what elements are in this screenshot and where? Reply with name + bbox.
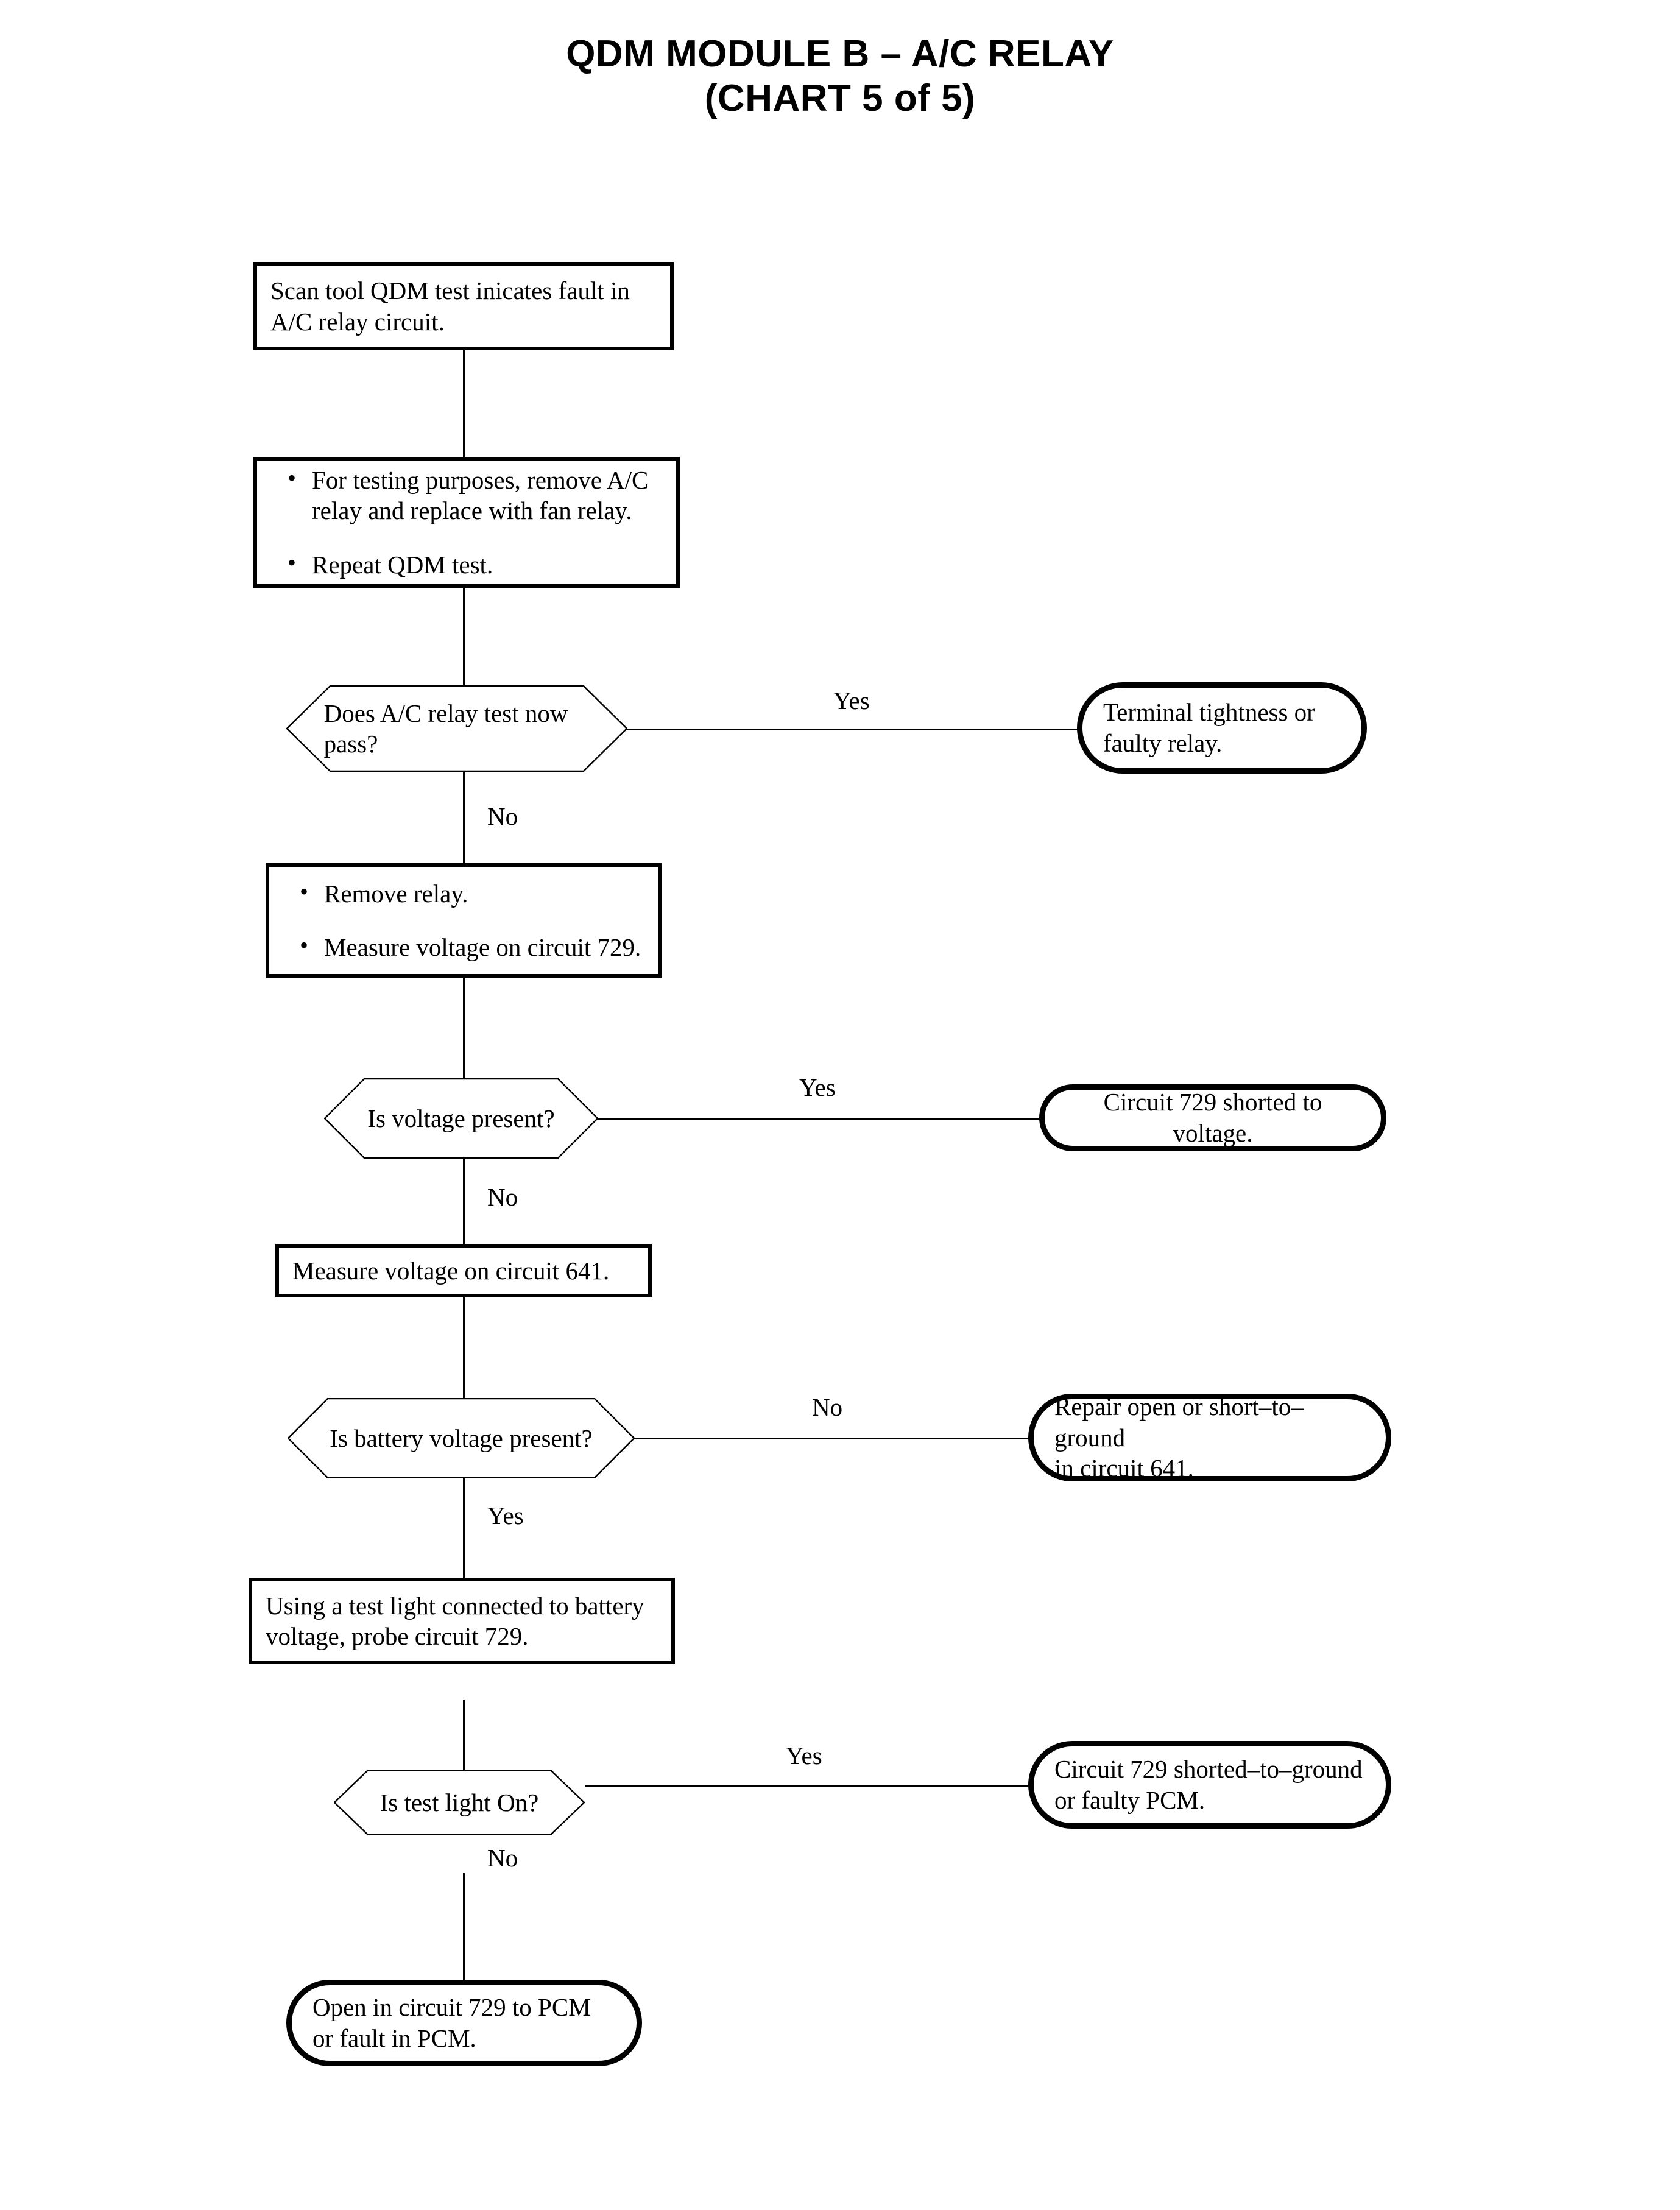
terminator-text-line-1: Circuit 729 shorted–to–ground — [1054, 1755, 1363, 1784]
node-remove-ac-relay-instructions: For testing purposes, remove A/C relay a… — [253, 457, 680, 588]
bullet-list: Remove relay. Measure voltage on circuit… — [283, 877, 644, 962]
bullet-line-1: Remove relay. — [324, 879, 468, 908]
terminator-text: Open in circuit 729 to PCM or fault in P… — [312, 1992, 616, 2054]
node-scan-tool-qdm-test: Scan tool QDM test inicates fault in A/C… — [253, 262, 674, 350]
decision-is-voltage-present: Is voltage present? — [324, 1078, 598, 1159]
hexagon-shape — [324, 1078, 598, 1159]
edge-label-d4-yes: Yes — [786, 1742, 822, 1770]
edge-label-d3-yes: Yes — [487, 1502, 524, 1530]
terminator-text-line-1: Circuit 729 shorted to voltage. — [1103, 1088, 1322, 1147]
terminator-open-in-circuit-729-to-pcm: Open in circuit 729 to PCM or fault in P… — [286, 1980, 642, 2066]
decision-text: Is test light On? — [356, 1787, 562, 1818]
connector-n1-n2 — [463, 350, 465, 457]
terminator-text-line-1: Repair open or short–to–ground — [1054, 1392, 1304, 1452]
decision-is-battery-voltage-present: Is battery voltage present? — [288, 1398, 635, 1478]
terminator-text-line-2: or faulty PCM. — [1054, 1786, 1205, 1814]
decision-text-line-2: pass? — [323, 730, 378, 758]
terminator-circuit-729-shorted-to-ground-or-faulty-pcm: Circuit 729 shorted–to–ground or faulty … — [1028, 1741, 1391, 1829]
terminator-text-line-2: faulty relay. — [1103, 729, 1223, 757]
terminator-text-line-1: Terminal tightness or — [1103, 698, 1315, 727]
hexagon-shape — [288, 1398, 635, 1478]
decision-text: Does A/C relay test now pass? — [324, 698, 590, 759]
node-text-line-1: Scan tool QDM test inicates fault in — [270, 277, 630, 305]
page-title: QDM MODULE B – A/C RELAY (CHART 5 of 5) — [0, 32, 1680, 121]
edge-label-d1-yes: Yes — [833, 687, 870, 715]
edge-label-d3-no: No — [812, 1393, 843, 1421]
bullet-list: For testing purposes, remove A/C relay a… — [270, 464, 663, 580]
terminator-text: Circuit 729 shorted to voltage. — [1065, 1087, 1360, 1149]
terminator-text: Repair open or short–to–ground in circui… — [1054, 1391, 1365, 1484]
bullet-line-1: Repeat QDM test. — [312, 550, 493, 579]
bullet-line-1: For testing purposes, remove A/C — [312, 466, 649, 495]
connector-d2-n4 — [463, 1151, 465, 1244]
terminator-circuit-729-shorted-to-voltage: Circuit 729 shorted to voltage. — [1039, 1084, 1386, 1151]
node-text-line-1: Measure voltage on circuit 641. — [292, 1256, 610, 1285]
terminator-repair-open-or-short-to-ground-641: Repair open or short–to–ground in circui… — [1028, 1391, 1391, 1484]
node-remove-relay-measure-729: Remove relay. Measure voltage on circuit… — [266, 863, 662, 978]
connector-d4-t5 — [463, 1873, 465, 1980]
bullet-item: Repeat QDM test. — [270, 548, 663, 580]
connector-n2-d1 — [463, 588, 465, 685]
bullet-item: Remove relay. — [283, 877, 644, 909]
decision-text: Is voltage present? — [349, 1103, 574, 1134]
decision-text-line-1: Is test light On? — [379, 1788, 539, 1816]
node-text-line-2: A/C relay circuit. — [270, 307, 445, 336]
edge-label-d2-yes: Yes — [799, 1073, 836, 1101]
connector-n5-d4 — [463, 1700, 465, 1800]
node-text: Scan tool QDM test inicates fault in A/C… — [270, 275, 657, 336]
terminator-text-line-2: in circuit 641. — [1054, 1454, 1194, 1483]
decision-is-test-light-on: Is test light On? — [334, 1770, 585, 1835]
terminator-terminal-tightness-or-faulty-relay: Terminal tightness or faulty relay. — [1077, 682, 1367, 774]
decision-text-line-1: Does A/C relay test now — [323, 699, 568, 727]
bullet-line-1: Measure voltage on circuit 729. — [324, 933, 641, 961]
title-line-1: QDM MODULE B – A/C RELAY — [566, 33, 1114, 75]
connector-n3-d2 — [463, 978, 465, 1078]
node-text: Measure voltage on circuit 641. — [292, 1255, 635, 1286]
edge-label-d2-no: No — [487, 1183, 518, 1211]
connector-d3-n5 — [463, 1471, 465, 1578]
node-text-line-2: voltage, probe circuit 729. — [266, 1622, 529, 1650]
terminator-text: Circuit 729 shorted–to–ground or faulty … — [1054, 1754, 1365, 1816]
connector-d2-t2 — [598, 1118, 1040, 1120]
bullet-line-2: relay and replace with fan relay. — [312, 496, 632, 525]
connector-d3-t3 — [635, 1438, 1029, 1439]
title-line-2: (CHART 5 of 5) — [704, 77, 976, 120]
decision-text: Is battery voltage present? — [319, 1423, 603, 1453]
node-text-line-1: Using a test light connected to battery — [266, 1591, 644, 1620]
edge-label-d4-no: No — [487, 1844, 518, 1872]
connector-d1-t1 — [627, 729, 1078, 730]
hexagon-shape — [286, 685, 627, 772]
node-test-light-probe-729: Using a test light connected to battery … — [249, 1578, 675, 1664]
bullet-item: For testing purposes, remove A/C relay a… — [270, 464, 663, 526]
hexagon-shape — [334, 1770, 585, 1835]
decision-does-ac-relay-test-pass: Does A/C relay test now pass? — [286, 685, 627, 772]
node-text: Using a test light connected to battery … — [266, 1590, 658, 1651]
terminator-text-line-2: or fault in PCM. — [312, 2024, 476, 2052]
connector-d4-t4 — [585, 1785, 1029, 1787]
terminator-text-line-1: Open in circuit 729 to PCM — [312, 1993, 591, 2022]
decision-text-line-1: Is battery voltage present? — [330, 1424, 593, 1452]
node-measure-voltage-circuit-641: Measure voltage on circuit 641. — [275, 1244, 652, 1297]
connector-d1-n3 — [463, 763, 465, 863]
bullet-item: Measure voltage on circuit 729. — [283, 931, 644, 962]
edge-label-d1-no: No — [487, 802, 518, 830]
connector-n4-d3 — [463, 1297, 465, 1398]
terminator-text: Terminal tightness or faulty relay. — [1103, 697, 1341, 759]
decision-text-line-1: Is voltage present? — [367, 1104, 555, 1132]
